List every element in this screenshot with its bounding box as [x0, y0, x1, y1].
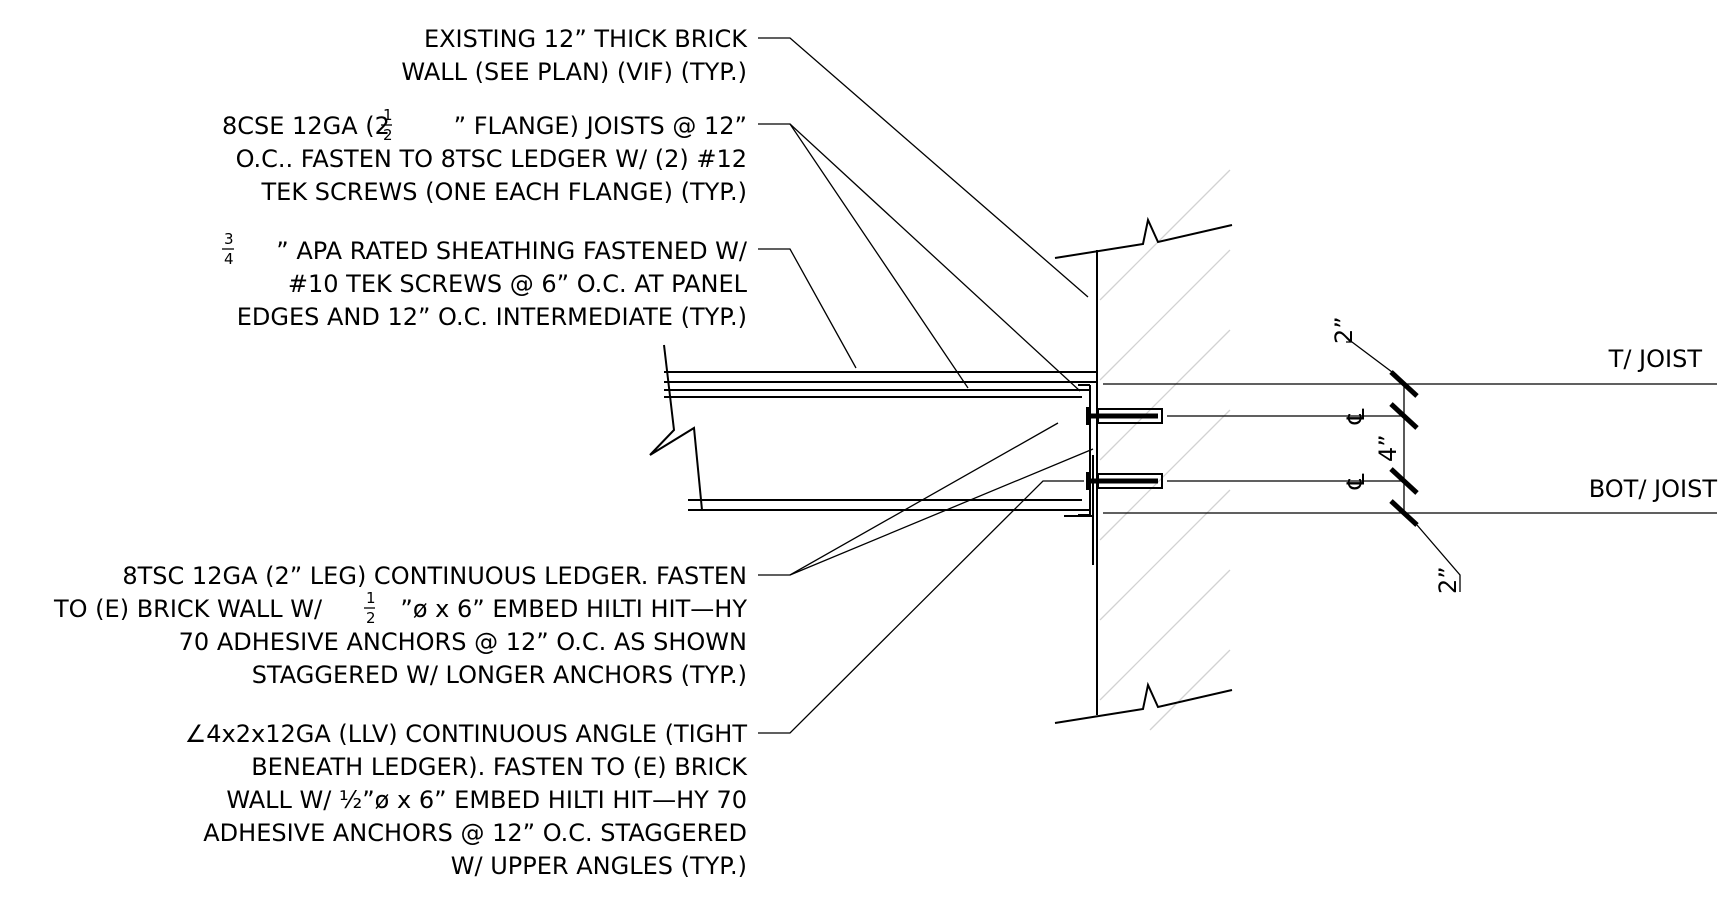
lower-anchor-centerline-symbol: ℄ [1342, 473, 1370, 490]
dimension-tick-top [1389, 370, 1419, 398]
angle-note-leader [758, 480, 1084, 734]
joist-note-leader-b [789, 123, 1081, 392]
ledger-note-line-2-part-1: TO (E) BRICK WALL W/ [53, 595, 330, 623]
angle-note-line-3-fraction: ½ [339, 786, 362, 814]
joist-note-line-1-part-1: 8CSE 12GA (2 [222, 112, 398, 140]
floor-framing [649, 344, 1097, 511]
joist-note-leader-a [758, 123, 969, 389]
brick-wall-hatch [1099, 169, 1231, 731]
joist-note-line-1-fraction-numerator: 1 [383, 106, 393, 124]
sheathing-note-fraction-denominator: 4 [224, 250, 234, 268]
ledger-note-line-2-part-2: ”ø x 6” EMBED HILTI HIT—HY [400, 595, 747, 623]
dimension-tick-bottom [1389, 499, 1419, 527]
joist-note-line-1-fraction-denominator: 2 [383, 126, 393, 144]
wall-note-line-1: EXISTING 12” THICK BRICK [424, 25, 748, 53]
spacing-dimension: 4” [1374, 434, 1402, 462]
wall-note: EXISTING 12” THICK BRICK WALL (SEE PLAN)… [401, 25, 748, 86]
top-offset-dimension: 2” [1330, 316, 1358, 344]
joist-note-line-2: O.C.. FASTEN TO 8TSC LEDGER W/ (2) #12 [236, 145, 747, 173]
wall-break-bottom [1054, 681, 1233, 724]
ledger-note-leader-b [789, 448, 1094, 576]
ledger-note-line-1: 8TSC 12GA (2” LEG) CONTINUOUS LEDGER. FA… [122, 562, 747, 590]
sheathing-note-line-1: ” APA RATED SHEATHING FASTENED W/ [276, 237, 748, 265]
wall-break-top [1054, 216, 1233, 259]
top-joist-label: T/ JOIST [1608, 345, 1703, 373]
dimension-tick-upper [1389, 402, 1419, 430]
level-lines [1103, 383, 1717, 514]
angle-note-line-1: ∠4x2x12GA (LLV) CONTINUOUS ANGLE (TIGHT [185, 720, 748, 748]
angle-note-line-2: BENEATH LEDGER). FASTEN TO (E) BRICK [251, 753, 748, 781]
brick-wall [1054, 169, 1233, 731]
dimension-tick-lower [1389, 467, 1419, 495]
sheathing-note-line-3: EDGES AND 12” O.C. INTERMEDIATE (TYP.) [237, 303, 747, 331]
sheathing-note-leader [758, 248, 857, 369]
angle-note-line-3-part-2: ”ø x 6” EMBED HILTI HIT—HY 70 [362, 786, 747, 814]
top-offset-leader [1346, 341, 1393, 373]
leader-lines [758, 37, 1094, 734]
sheathing-note-line-2: #10 TEK SCREWS @ 6” O.C. AT PANEL [288, 270, 748, 298]
ledger-note-line-2-fraction-numerator: 1 [366, 589, 376, 607]
wall-note-line-2: WALL (SEE PLAN) (VIF) (TYP.) [401, 58, 747, 86]
dimension-string: 2” 4” 2” ℄ ℄ [1330, 316, 1462, 594]
upper-anchor-centerline-symbol: ℄ [1342, 408, 1370, 425]
ledger-note-line-3: 70 ADHESIVE ANCHORS @ 12” O.C. AS SHOWN [179, 628, 747, 656]
bottom-offset-dimension: 2” [1434, 566, 1462, 594]
ledger-note: 8TSC 12GA (2” LEG) CONTINUOUS LEDGER. FA… [53, 562, 747, 689]
angle-note-line-4: ADHESIVE ANCHORS @ 12” O.C. STAGGERED [203, 819, 747, 847]
joist-note-line-3: TEK SCREWS (ONE EACH FLANGE) (TYP.) [261, 178, 747, 206]
bottom-joist-label: BOT/ JOIST [1589, 475, 1718, 503]
joist-note: 8CSE 12GA (2 1 2 ” FLANGE) JOISTS @ 12” … [222, 106, 747, 206]
wall-note-leader [758, 37, 1089, 298]
angle-note-line-3: WALL W/ ½”ø x 6” EMBED HILTI HIT—HY 70 [226, 786, 747, 814]
joist-break-line [649, 344, 703, 511]
ledger-note-line-4: STAGGERED W/ LONGER ANCHORS (TYP.) [252, 661, 747, 689]
angle-note-line-3-part-1: WALL W/ [226, 786, 339, 814]
bottom-offset-leader [1416, 524, 1461, 592]
sheathing-note: 3 4 ” APA RATED SHEATHING FASTENED W/ #1… [222, 230, 748, 331]
sheathing-note-fraction-numerator: 3 [224, 230, 234, 248]
joist-note-line-1-part-2: ” FLANGE) JOISTS @ 12” [454, 112, 747, 140]
ledger-note-line-2-fraction-denominator: 2 [366, 609, 376, 627]
angle-note: ∠4x2x12GA (LLV) CONTINUOUS ANGLE (TIGHT … [185, 720, 749, 880]
angle-note-line-5: W/ UPPER ANGLES (TYP.) [451, 852, 747, 880]
